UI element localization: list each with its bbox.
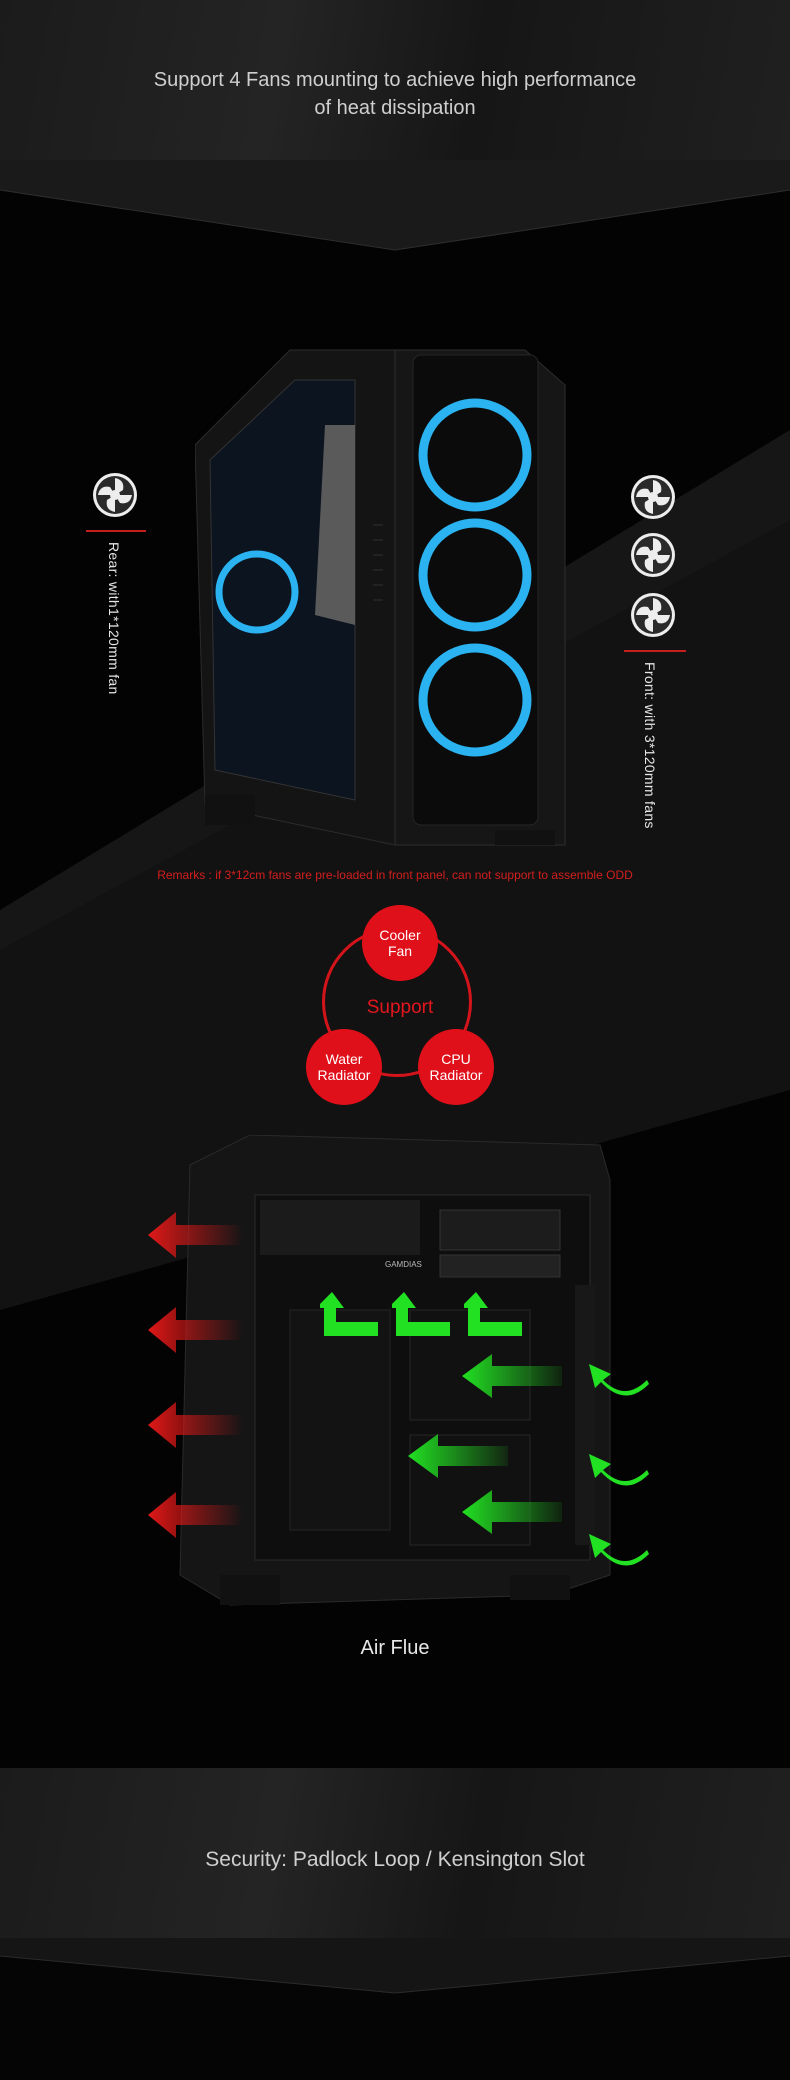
fans-heading-line2: of heat dissipation <box>314 97 476 119</box>
cpu-radiator-line2: Radiator <box>429 1067 483 1083</box>
remarks-text: Remarks : if 3*12cm fans are pre-loaded … <box>157 868 633 882</box>
fan-icon <box>631 533 675 577</box>
rear-fan-label: Rear: with1*120mm fan <box>106 542 122 695</box>
green-arrow-icon <box>464 1292 522 1336</box>
bottom-chevron <box>0 1938 790 1994</box>
fans-heading: Support 4 Fans mounting to achieve high … <box>0 66 790 122</box>
red-arrow-icon <box>148 1402 243 1448</box>
brand-text: GAMDIAS <box>385 1260 422 1269</box>
cooler-fan-line2: Fan <box>387 943 413 959</box>
green-arrow-icon <box>589 1454 649 1486</box>
red-arrow-icon <box>148 1307 243 1353</box>
fan-icon <box>93 473 137 517</box>
fan-icon <box>631 593 675 637</box>
fan-icon <box>631 475 675 519</box>
green-arrow-icon <box>320 1292 378 1336</box>
green-arrow-icon <box>589 1364 649 1396</box>
front-fan-label: Front: with 3*120mm fans <box>642 662 658 829</box>
green-arrow-icon <box>462 1490 562 1534</box>
rear-divider <box>86 530 146 532</box>
green-arrow-icon <box>408 1434 508 1478</box>
security-heading: Security: Padlock Loop / Kensington Slot <box>205 1848 585 1871</box>
water-radiator-line2: Radiator <box>317 1067 371 1083</box>
cpu-radiator-line1: CPU <box>441 1051 471 1067</box>
air-flue-caption: Air Flue <box>360 1637 430 1659</box>
red-arrow-icon <box>148 1212 243 1258</box>
pc-case-front-image <box>195 349 566 846</box>
support-label: Support <box>366 997 434 1018</box>
green-arrow-icon <box>392 1292 450 1336</box>
security-banner <box>0 1768 790 1938</box>
front-divider <box>624 650 686 652</box>
red-arrow-icon <box>148 1492 243 1538</box>
green-arrow-icon <box>462 1354 562 1398</box>
cooler-fan-line1: Cooler <box>379 927 421 943</box>
top-chevron <box>0 160 790 251</box>
fans-heading-line1: Support 4 Fans mounting to achieve high … <box>153 69 637 91</box>
top-banner <box>0 0 790 190</box>
water-radiator-line1: Water <box>325 1051 363 1067</box>
green-arrow-icon <box>589 1534 649 1566</box>
